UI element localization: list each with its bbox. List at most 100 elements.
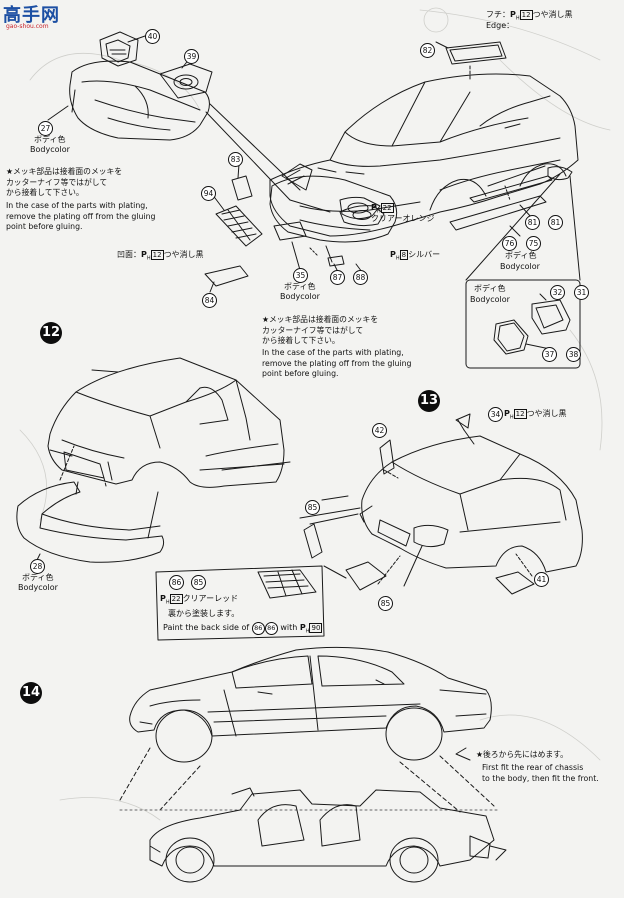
edge-jp: フチ： — [486, 10, 510, 19]
mirror-detail-box — [465, 173, 581, 369]
bodycolor-en-35: Bodycolor — [280, 292, 320, 301]
part-number-83: 83 — [228, 152, 243, 167]
part-number-40: 40 — [145, 29, 160, 44]
grille-parts — [204, 175, 345, 287]
part-number-87: 87 — [330, 270, 345, 285]
paint-code-sub: H — [509, 414, 514, 421]
part-number-27: 27 — [38, 121, 53, 136]
paint-back-jp: 裏から塗装します。 — [168, 609, 240, 618]
matte-black-number: 12 — [513, 409, 527, 419]
rear-body-13 — [359, 435, 583, 573]
part-number-85: 85 — [305, 500, 320, 515]
part-number-85-lower: 85 — [378, 596, 393, 611]
paint-code-letter: P — [510, 10, 516, 19]
paint-code-letter: P — [299, 623, 306, 632]
paint-code-sub: H — [376, 208, 381, 215]
step-number-12: 12 — [40, 322, 62, 344]
paint-code-letter: P — [371, 203, 377, 212]
paint-back-code-number: 90 — [309, 623, 323, 633]
recess-paint-number: 12 — [150, 250, 164, 260]
bodycolor-jp-mirror: ボディ色 — [474, 284, 506, 293]
fit-note-jp: ★後ろから先にはめます。 — [476, 750, 568, 759]
front-bumper-parts — [69, 31, 213, 141]
bodycolor-jp-28: ボディ色 — [22, 573, 54, 582]
recess-jp: 凹面： — [117, 250, 141, 259]
bodycolor-en-28: Bodycolor — [18, 583, 58, 592]
paint-code-letter: P — [160, 594, 166, 603]
bodycolor-jp-27: ボディ色 — [34, 135, 66, 144]
rear-bumper-28 — [16, 481, 165, 563]
part-number-35: 35 — [293, 268, 308, 283]
clear-red-number: 22 — [169, 594, 183, 604]
edge-en: Edge： — [486, 21, 515, 30]
part-number-85-box-alt: 85 — [191, 575, 206, 590]
part-number-88-alt: 88 — [353, 270, 368, 285]
part-number-37: 37 — [542, 347, 557, 362]
part-number-42: 42 — [372, 423, 387, 438]
recess-color: つや消し黒 — [163, 250, 204, 259]
matte-black-text: つや消し黒 — [526, 409, 567, 418]
clear-red-text: クリアーレッド — [182, 594, 239, 603]
clear-red-box — [155, 565, 347, 641]
plating-note-jp: ★メッキ部品は接着面のメッキを カッターナイフ等ではがして から接着して下さい。 — [6, 167, 123, 197]
paint-code-letter: P — [141, 250, 147, 259]
sunroof-glass — [445, 41, 507, 81]
part-number-84: 84 — [202, 293, 217, 308]
watermark-logo: 高手网 gao-shou.com — [0, 0, 80, 32]
silver-text: シルバー — [408, 250, 441, 259]
part-number-28: 28 — [30, 559, 45, 574]
watermark-main-text: 高手网 — [3, 5, 60, 26]
full-car-side — [129, 646, 492, 763]
chassis — [149, 787, 495, 883]
plating-note-en: In the case of the parts with plating, r… — [6, 201, 156, 231]
silver-number: 8 — [399, 250, 409, 260]
part-number-82: 82 — [420, 43, 435, 58]
part-number-76: 76 — [502, 236, 517, 251]
part-number-34: 34 — [488, 407, 503, 422]
part-number-94: 94 — [201, 186, 216, 201]
paint-code-sub: H — [165, 599, 170, 606]
fit-note-en: First fit the rear of chassis to the bod… — [482, 763, 599, 783]
part-number-81-alt: 81 — [548, 215, 563, 230]
paint-back-part-85: 86 — [251, 622, 265, 635]
paint-code-sub: H — [395, 255, 400, 262]
bodycolor-jp-76: ボディ色 — [505, 251, 537, 260]
edge-paint-number: 12 — [519, 10, 533, 20]
side-skirts — [449, 166, 573, 231]
part-number-32: 32 — [550, 285, 565, 300]
paint-code-letter: P — [504, 409, 510, 418]
part-number-86-box: 86 — [169, 575, 184, 590]
part-number-38-alt: 38 — [566, 347, 581, 362]
paint-back-part-86: 86 — [264, 622, 278, 635]
paint-code-sub: H — [515, 15, 520, 22]
part-number-41: 41 — [534, 572, 549, 587]
plating-note-2-en: In the case of the parts with plating, r… — [262, 348, 412, 378]
bodycolor-jp-35: ボディ色 — [284, 282, 316, 291]
part-number-31-alt: 31 — [574, 285, 589, 300]
clear-orange-text: クリアーオレンジ — [371, 214, 435, 223]
bodycolor-en-mirror: Bodycolor — [470, 295, 510, 304]
paint-code-sub: H — [305, 628, 310, 635]
paint-back-en-a: Paint the back side of — [163, 623, 250, 632]
paint-code-letter: P — [390, 250, 396, 259]
edge-color: つや消し黒 — [532, 10, 573, 19]
part-number-75-alt: 75 — [526, 236, 541, 251]
plating-note-2-jp: ★メッキ部品は接着面のメッキを カッターナイフ等ではがして から接着して下さい。 — [262, 315, 379, 345]
rear-body — [47, 357, 285, 488]
step-number-13: 13 — [418, 390, 440, 412]
paint-code-sub: H — [146, 255, 151, 262]
part-number-81: 81 — [525, 215, 540, 230]
car-body-top — [269, 73, 579, 237]
step-number-14: 14 — [20, 682, 42, 704]
clear-orange-number: 22 — [380, 203, 394, 213]
paint-back-en-b: with — [280, 623, 298, 632]
